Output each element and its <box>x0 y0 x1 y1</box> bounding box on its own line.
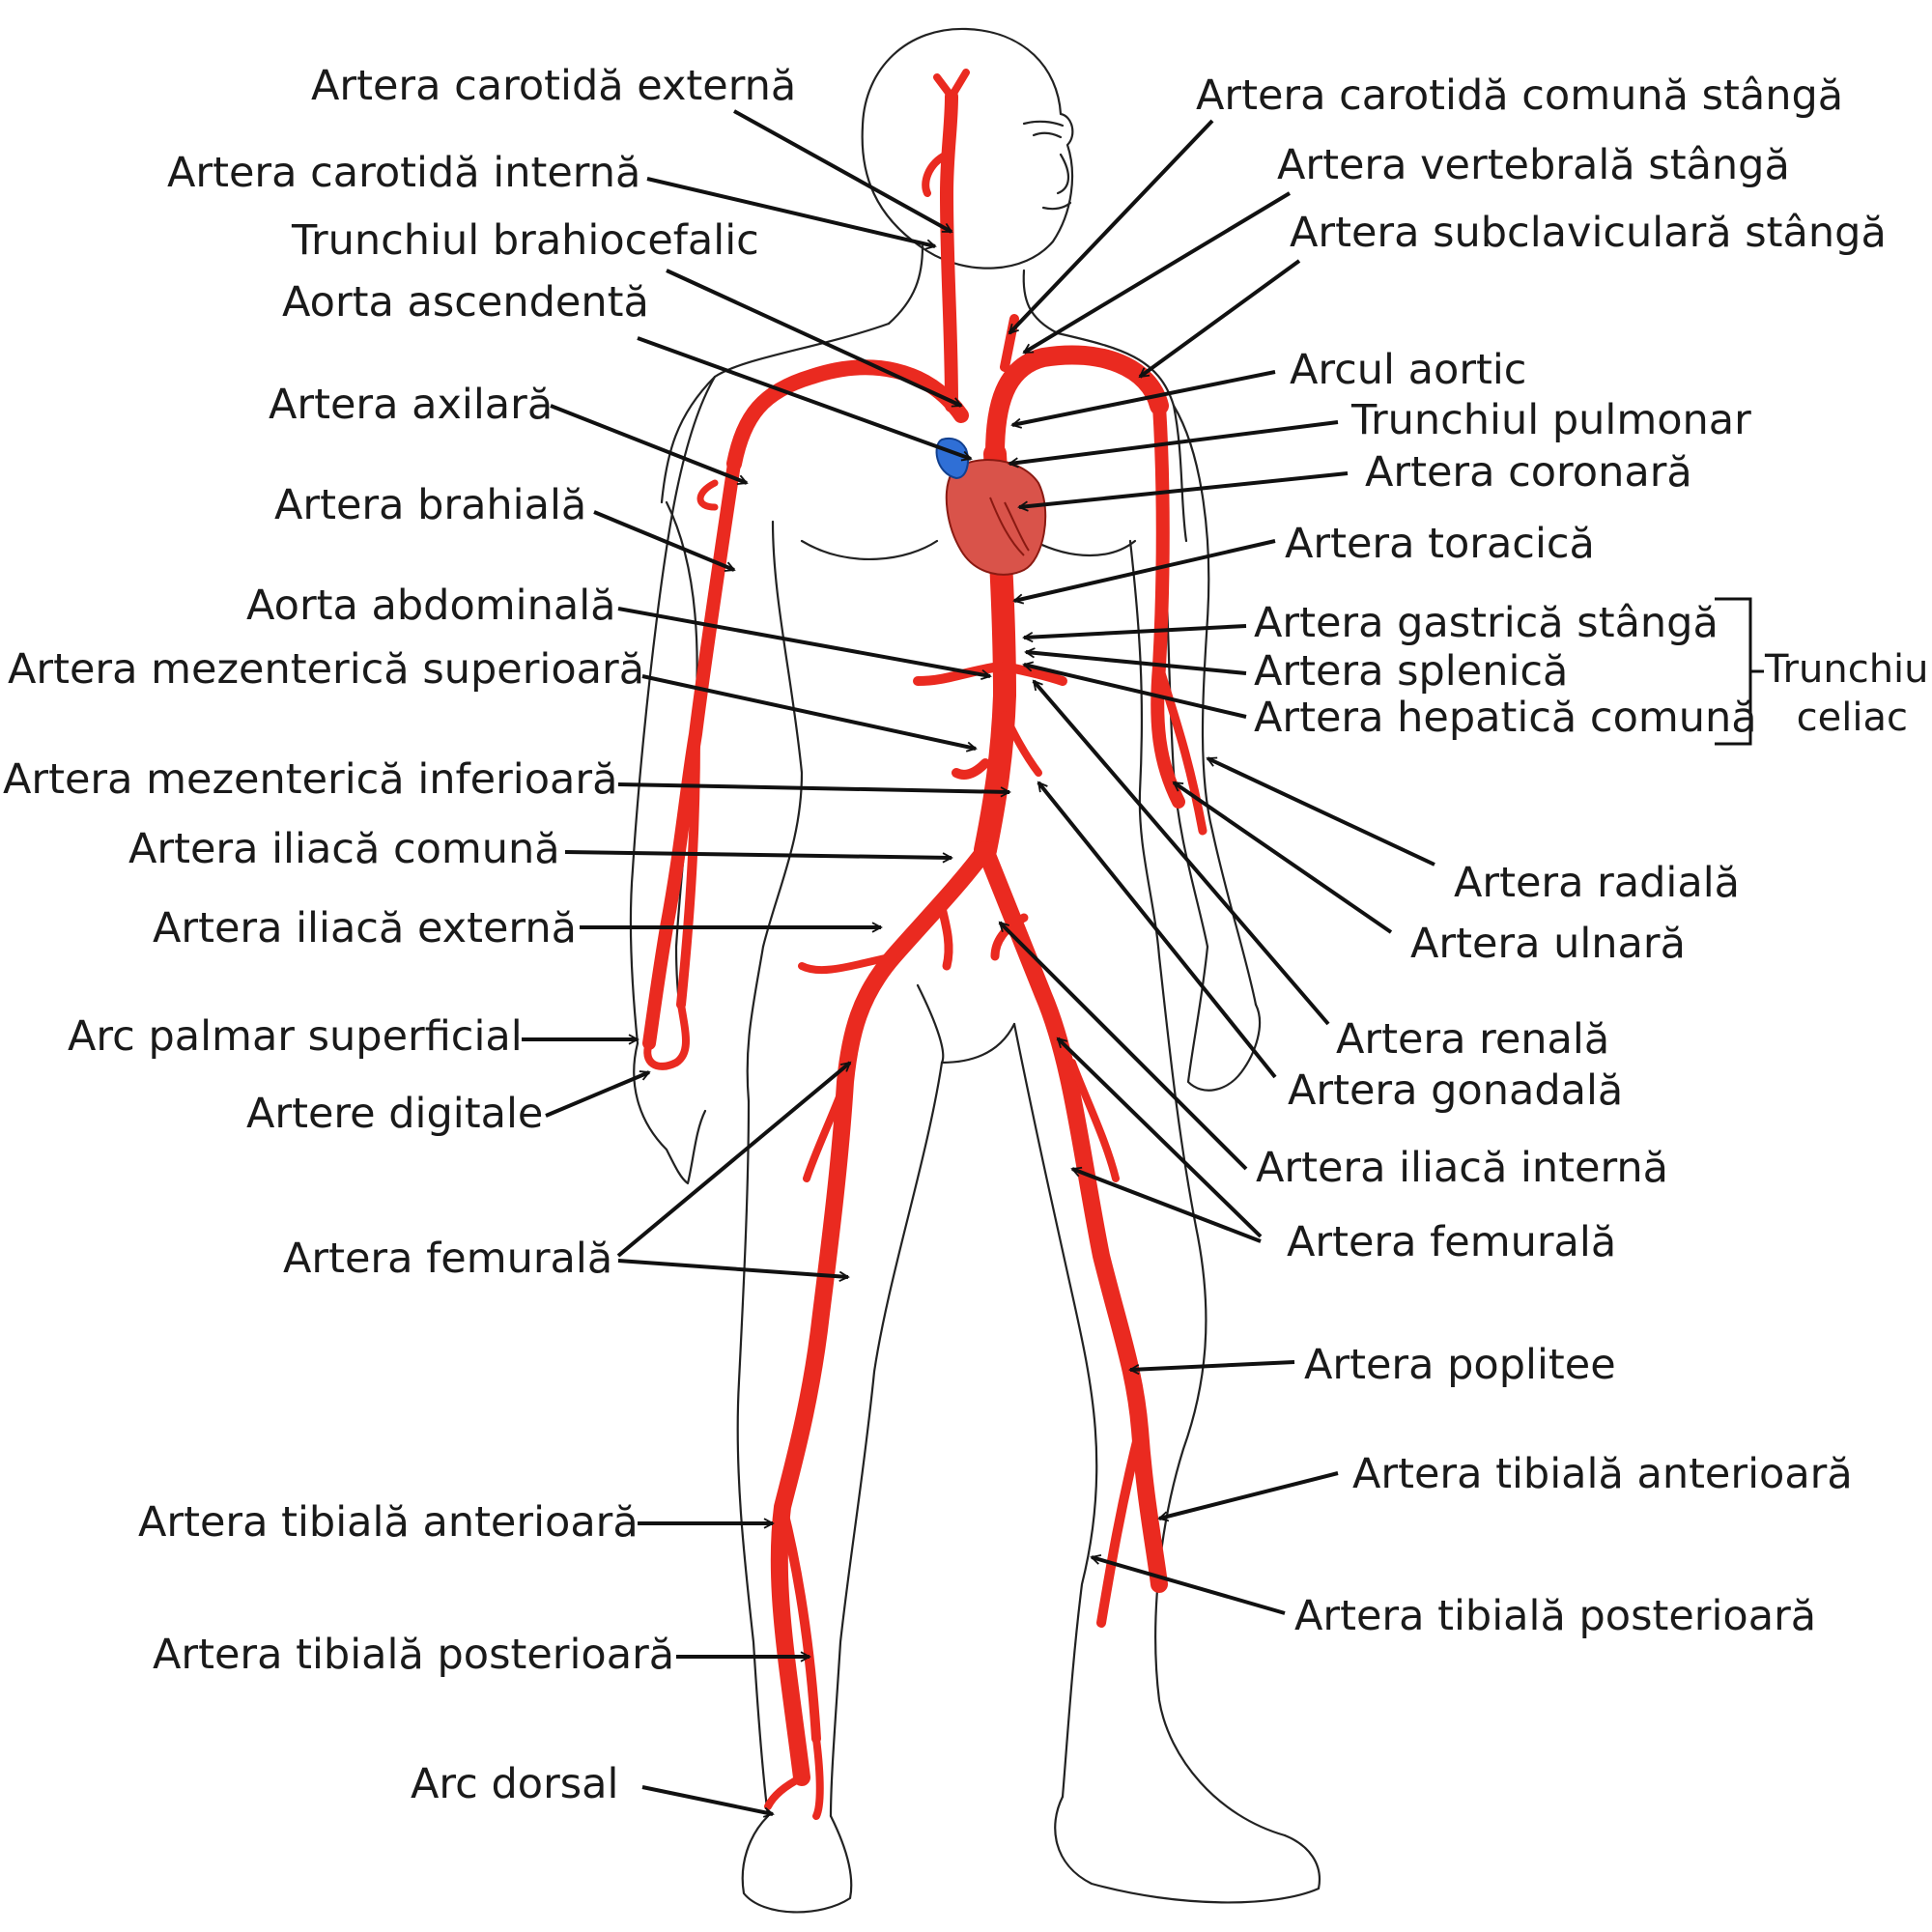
label-ascending-aorta: Aorta ascendentă <box>282 278 649 327</box>
label-popliteal-artery: Artera poplitee <box>1304 1341 1616 1389</box>
label-internal-iliac: Artera iliacă internă <box>1256 1144 1668 1192</box>
label-abdominal-aorta: Aorta abdominală <box>246 582 616 630</box>
label-splenic-artery: Artera splenică <box>1254 647 1569 696</box>
label-left-vertebral: Artera vertebrală stângă <box>1277 141 1790 189</box>
label-femoral-artery-right: Artera femurală <box>1287 1218 1617 1266</box>
label-dorsal-arch: Arc dorsal <box>411 1760 619 1808</box>
body-outline <box>629 27 1321 1914</box>
arteries <box>642 69 1208 1820</box>
label-left-common-carotid: Artera carotidă comună stângă <box>1196 71 1844 120</box>
label-left-subclavian: Artera subclaviculară stângă <box>1290 209 1887 257</box>
label-femoral-artery-left: Artera femurală <box>283 1235 613 1283</box>
label-superior-mesenteric: Artera mezenterică superioară <box>8 645 645 694</box>
label-aortic-arch: Arcul aortic <box>1290 346 1527 394</box>
label-common-hepatic: Artera hepatică comună <box>1254 694 1757 742</box>
celiac-bracket <box>1715 597 1764 746</box>
label-anterior-tibial-left: Artera tibială anterioară <box>138 1498 639 1547</box>
label-posterior-tibial-left: Artera tibială posterioară <box>153 1631 675 1679</box>
leader-lines-right <box>998 119 1435 1615</box>
label-celiac-trunk: Trunchiul celiac <box>1765 645 1932 742</box>
label-inferior-mesenteric: Artera mezenterică inferioară <box>3 755 618 804</box>
label-thoracic-artery: Artera toracică <box>1285 520 1595 568</box>
label-radial-artery: Artera radială <box>1454 859 1741 907</box>
label-brachiocephalic-trunk: Trunchiul brahiocefalic <box>292 216 759 265</box>
leader-lines-left <box>522 109 1009 1814</box>
label-internal-carotid: Artera carotidă internă <box>167 149 641 197</box>
label-gonadal-artery: Artera gonadală <box>1288 1066 1624 1115</box>
label-celiac-line1: Trunchiul <box>1765 647 1932 692</box>
label-digital-arteries: Artere digitale <box>246 1090 544 1138</box>
label-external-carotid: Artera carotidă externă <box>311 62 797 110</box>
label-anterior-tibial-right: Artera tibială anterioară <box>1352 1450 1853 1498</box>
label-ulnar-artery: Artera ulnară <box>1410 920 1686 968</box>
label-renal-artery: Artera renală <box>1336 1015 1610 1064</box>
label-superficial-palmar-arch: Arc palmar superficial <box>68 1012 523 1061</box>
label-axillary-artery: Artera axilară <box>269 381 554 429</box>
label-coronary-artery: Artera coronară <box>1365 448 1692 497</box>
label-left-gastric: Artera gastrică stângă <box>1254 599 1719 647</box>
label-celiac-line2: celiac <box>1796 696 1908 740</box>
label-common-iliac: Artera iliacă comună <box>128 825 560 873</box>
label-external-iliac: Artera iliacă externă <box>153 904 577 952</box>
label-brachial-artery: Artera brahială <box>274 481 587 529</box>
label-pulmonary-trunk: Trunchiul pulmonar <box>1351 396 1751 444</box>
label-posterior-tibial-right: Artera tibială posterioară <box>1294 1592 1817 1640</box>
